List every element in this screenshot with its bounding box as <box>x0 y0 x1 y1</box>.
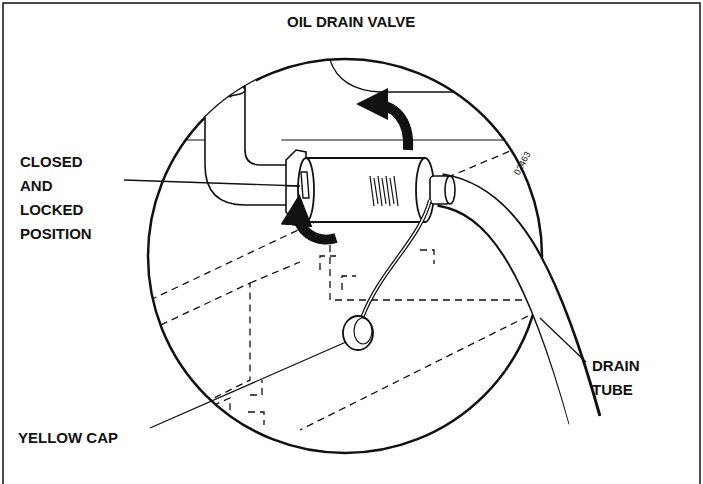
leader-line <box>540 318 586 362</box>
yellow-cap <box>343 316 373 350</box>
pipe <box>205 55 292 205</box>
figure-number-text: 02463 <box>512 150 533 177</box>
rotation-arrow <box>298 210 336 240</box>
part-label: CLOSED AND LOCKED POSITION <box>20 150 92 246</box>
figure-number: 02463 <box>512 150 533 177</box>
leader-line <box>124 180 300 186</box>
valve-body <box>306 158 425 222</box>
leader-line <box>150 342 346 428</box>
pipe-ring <box>205 84 245 96</box>
grip-ribs <box>370 176 398 206</box>
part-label: DRAIN TUBE <box>592 354 640 402</box>
diagram-title: OIL DRAIN VALVE <box>287 13 415 31</box>
diagram-title-text: OIL DRAIN VALVE <box>287 13 415 31</box>
part-label-text: YELLOW CAP <box>18 426 118 450</box>
cap-strap <box>362 200 430 318</box>
part-label-text: CLOSED AND LOCKED POSITION <box>20 150 92 246</box>
rotation-arrow <box>372 104 408 150</box>
lock-slot <box>301 172 309 198</box>
frame <box>3 3 700 484</box>
housing-line <box>235 60 600 92</box>
part-label-text: DRAIN TUBE <box>592 354 640 402</box>
part-label: YELLOW CAP <box>18 426 118 450</box>
